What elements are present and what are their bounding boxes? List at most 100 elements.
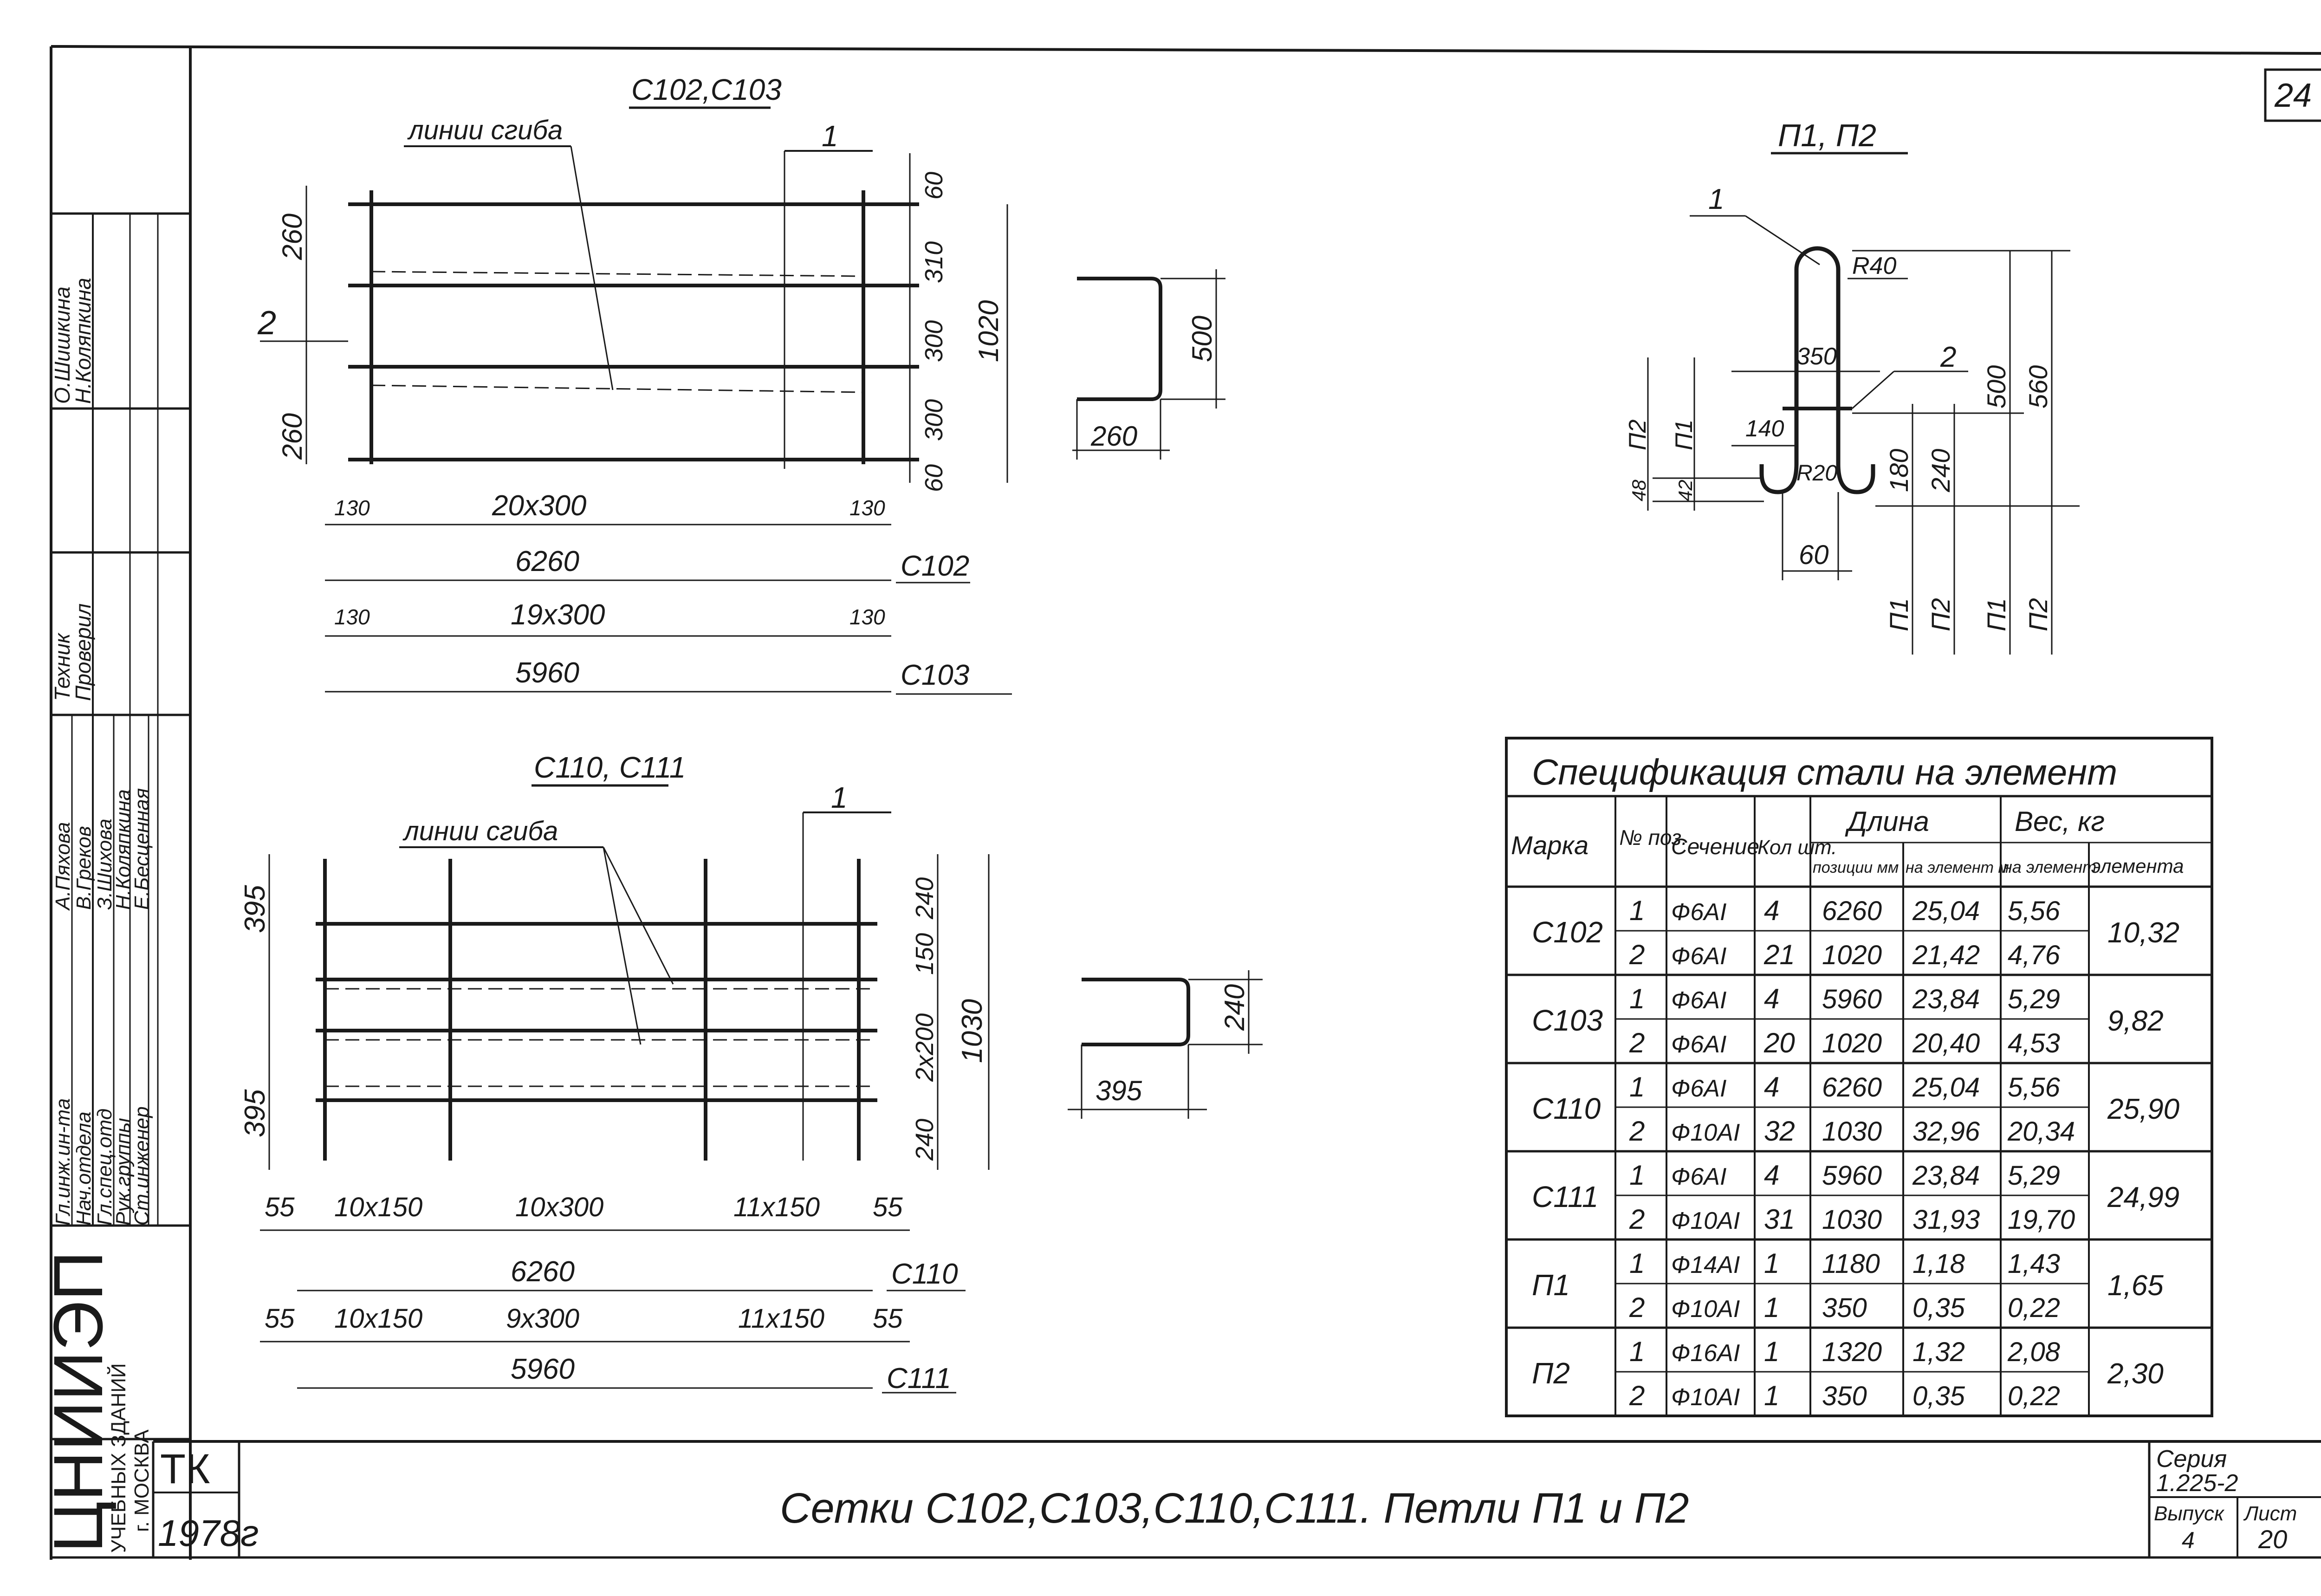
c110-row1-5: 55: [873, 1192, 903, 1222]
spec-header-w-total: элемента: [2091, 855, 2184, 877]
sheet-value: 20: [2258, 1525, 2287, 1554]
c111-row2-4: 11x150: [738, 1304, 824, 1334]
spec-length-position: 5960: [1822, 1161, 1882, 1191]
spec-length-position: 350: [1822, 1381, 1867, 1411]
spec-weight-element: 4,76: [2008, 940, 2061, 970]
c103-label: С103: [901, 659, 969, 691]
tk-mark: ТК: [160, 1446, 210, 1492]
stamp-name-5: Е.Бесценная: [130, 788, 153, 910]
title-year: 1978г: [158, 1512, 259, 1554]
spec-mark: С110: [1532, 1092, 1601, 1125]
spec-mark: П1: [1532, 1268, 1570, 1302]
c102-title: С102,С103: [631, 73, 782, 106]
c102-dim-right-1: 60: [920, 172, 948, 200]
c102-dim-total-right: 1020: [973, 300, 1004, 362]
c110-row1-4: 11x150: [733, 1192, 820, 1222]
spec-mark: С103: [1532, 1004, 1603, 1037]
c102-total: 6260: [515, 545, 579, 577]
spec-section: Ф10АI: [1671, 1207, 1740, 1234]
spec-length-position: 1020: [1822, 940, 1882, 970]
c110-section-mark: 1: [831, 781, 848, 814]
stamp-name-1: А.Пяхова: [52, 822, 74, 911]
c110-total: 6260: [511, 1256, 575, 1288]
c110-dim-left-top: 395: [239, 885, 271, 933]
spec-header-pos: № поз.: [1619, 825, 1687, 850]
spec-pos: 1: [1629, 1248, 1645, 1279]
spec-weight-element: 5,29: [2008, 984, 2060, 1014]
spec-header-w-el: на элемент: [2003, 857, 2096, 876]
c110-row1-1: 55: [265, 1192, 295, 1222]
c111-row2-5: 55: [873, 1304, 903, 1334]
c110-row1-2: 10x150: [334, 1192, 422, 1222]
spec-title: Спецификация стали на элемент: [1532, 752, 2117, 792]
institute-sub: УЧЕБНЫХ ЗДАНИЙ: [106, 1363, 130, 1553]
loops-mark-1: 1: [1708, 183, 1724, 215]
spec-pos: 2: [1629, 1027, 1645, 1058]
spec-section: Ф6АI: [1671, 943, 1726, 970]
spec-section: Ф6АI: [1671, 899, 1726, 926]
c102-bar-mark: 2: [257, 305, 276, 342]
loops-bottom-label-4: П2: [2023, 598, 2053, 631]
c102-profile-width: 260: [1090, 421, 1137, 452]
stamp-name-checker: Н.Коляпкина: [71, 278, 95, 404]
spec-section: Ф14АI: [1671, 1252, 1740, 1278]
spec-weight-element: 0,22: [2008, 1381, 2060, 1411]
spec-section: Ф10АI: [1671, 1384, 1740, 1411]
stamp-role-checker: Проверил: [71, 603, 95, 701]
loops-dim-60: 60: [1799, 540, 1829, 570]
spec-qty: 4: [1764, 1160, 1779, 1191]
spec-section: Ф6АI: [1671, 1163, 1726, 1190]
spec-length-element: 1,18: [1913, 1249, 1965, 1279]
spec-section: Ф6АI: [1671, 1031, 1726, 1058]
spec-mark: С102: [1532, 915, 1603, 949]
loops-radius-top: R40: [1852, 253, 1896, 279]
spec-pos: 2: [1629, 1380, 1645, 1411]
stamp-name-3: З.Шихова: [93, 818, 116, 910]
spec-length-element: 23,84: [1912, 984, 1980, 1014]
spec-length-element: 0,35: [1913, 1293, 1965, 1323]
spec-weight-total: 24,99: [2107, 1181, 2179, 1213]
sheet-title: Сетки С102,С103,С110,С111. Петли П1 и П2: [780, 1485, 1689, 1532]
spec-weight-element: 4,53: [2008, 1028, 2060, 1058]
spec-pos: 2: [1629, 1204, 1645, 1235]
spec-pos: 2: [1629, 939, 1645, 970]
spec-section: Ф16АI: [1671, 1340, 1740, 1367]
spec-length-position: 1320: [1822, 1337, 1882, 1367]
loops-dim-560: 560: [2023, 365, 2053, 409]
loops-dim-42: 42: [1674, 480, 1696, 501]
c111-total: 5960: [511, 1353, 575, 1385]
spec-qty: 4: [1764, 983, 1779, 1014]
spec-header-len-el: на элемент м: [1906, 859, 2009, 876]
stamp-role-2: Нач.отдела: [72, 1111, 95, 1226]
spec-length-element: 25,04: [1912, 896, 1980, 926]
stamp-role-3: Гл.спец.отд: [93, 1109, 116, 1226]
c102-dim-right-3: 300: [920, 320, 948, 362]
drawing-c102-c103: С102,С103 линии сгиба 1 260 260 2 60 310…: [257, 73, 1225, 695]
sheet-number: 24: [2274, 77, 2312, 114]
c102-end-right: 130: [849, 496, 885, 520]
spec-weight-total: 2,30: [2107, 1358, 2164, 1390]
spec-length-element: 32,96: [1913, 1116, 1980, 1147]
spec-length-position: 6260: [1822, 1072, 1882, 1103]
spec-length-element: 1,32: [1913, 1337, 1965, 1367]
spec-length-position: 350: [1822, 1293, 1867, 1323]
c110-dim-right-2: 150: [911, 933, 939, 975]
spec-length-element: 20,40: [1912, 1028, 1980, 1058]
series-value: 1.225-2: [2156, 1470, 2238, 1497]
c103-total: 5960: [515, 657, 579, 689]
spec-length-position: 1020: [1822, 1028, 1882, 1058]
c111-row2-1: 55: [265, 1304, 295, 1334]
spec-length-element: 21,42: [1912, 940, 1980, 970]
c102-dim-right-5: 60: [920, 464, 948, 492]
spec-length-element: 23,84: [1912, 1161, 1980, 1191]
c110-dim-right-4: 240: [911, 1119, 939, 1161]
c110-profile-height: 240: [1219, 984, 1250, 1031]
spec-weight-element: 5,56: [2008, 1072, 2061, 1103]
c110-dim-left-bottom: 395: [239, 1089, 271, 1137]
spec-header-len-pos: позиции мм: [1813, 859, 1899, 876]
spec-section: Ф6АI: [1671, 987, 1726, 1014]
spec-pos: 1: [1629, 1336, 1645, 1367]
c102-end-left: 130: [334, 496, 370, 520]
